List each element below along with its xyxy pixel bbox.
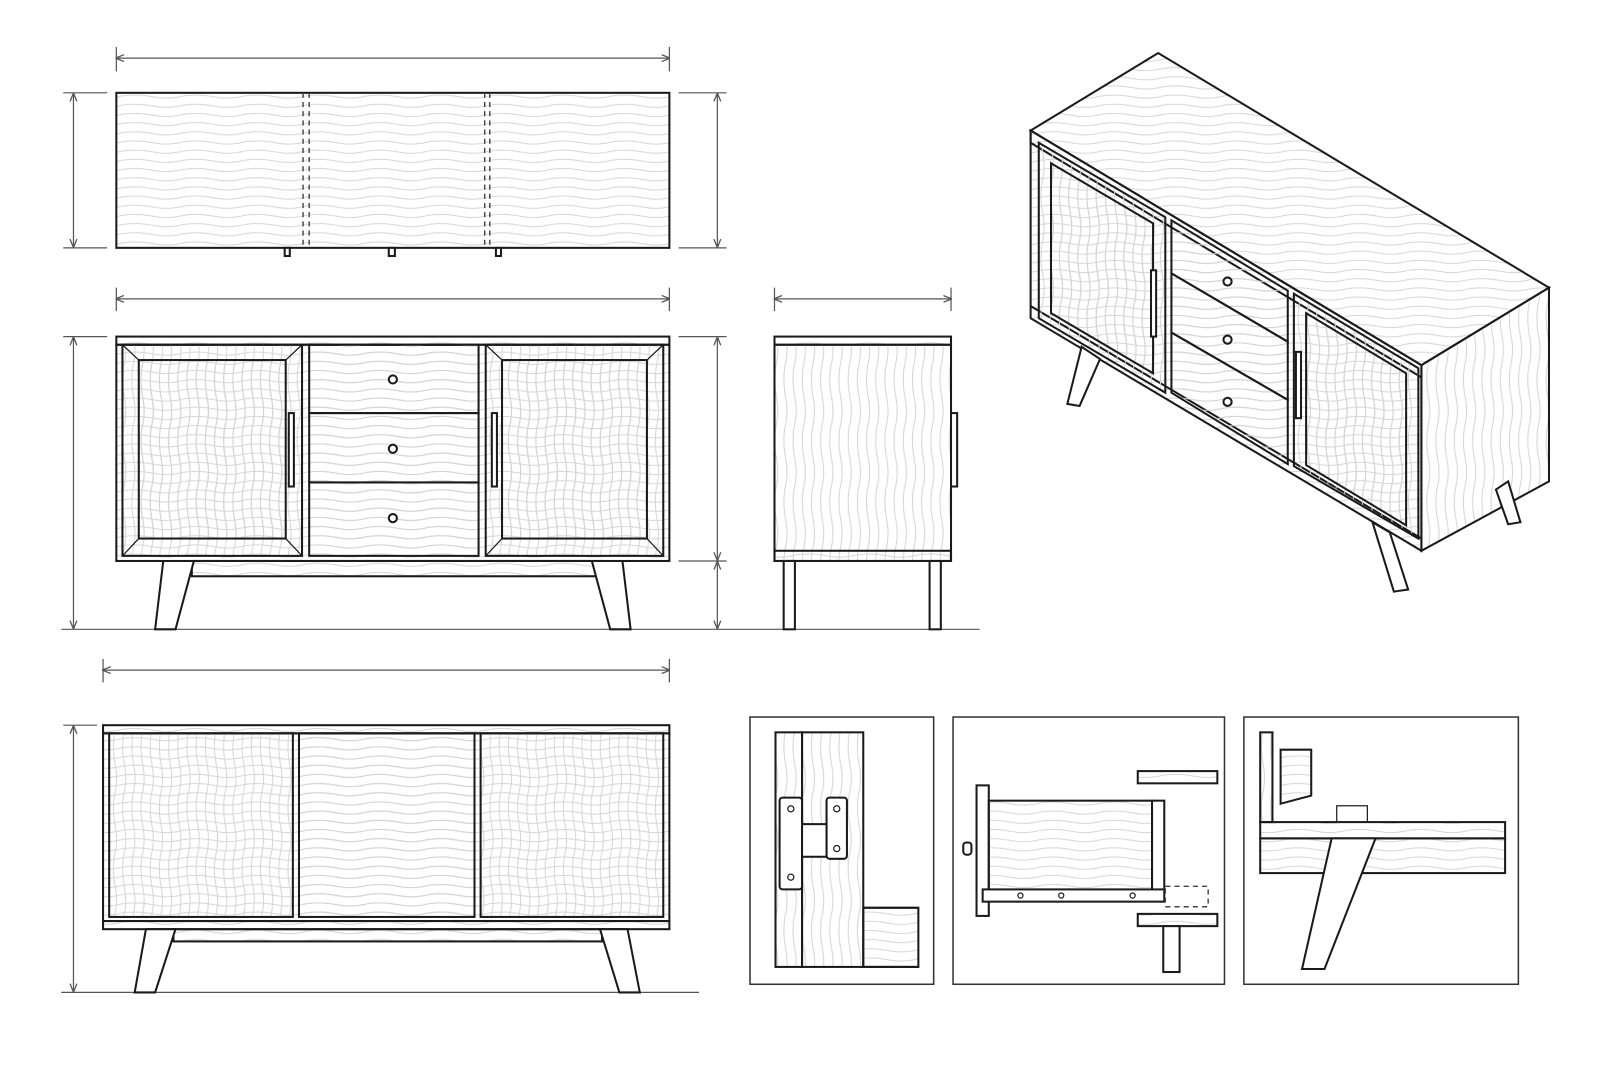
leg: [590, 559, 632, 631]
isometric-view: [1028, 51, 1551, 593]
drawer-knob: [387, 443, 398, 454]
top-surface: [115, 91, 671, 249]
leg: [928, 559, 942, 631]
leg: [1494, 479, 1522, 526]
leg: [1370, 520, 1410, 593]
side-view: [773, 287, 959, 631]
leg: [133, 928, 177, 994]
stretcher: [190, 559, 604, 578]
left-door-handle: [287, 412, 295, 488]
leg: [153, 559, 196, 631]
side-panel: [773, 343, 953, 562]
detail-leg-joint: [1243, 716, 1520, 986]
back-panel-center: [297, 732, 476, 918]
right-door-handle: [490, 412, 498, 488]
back-panel-right: [479, 732, 665, 918]
back-view: [61, 658, 699, 994]
drawer-knob: [387, 513, 398, 524]
front-view: [61, 287, 980, 631]
leg: [598, 928, 642, 994]
drawer-slide-rail: [981, 888, 1166, 903]
detail-drawer-slide: [952, 716, 1226, 986]
back-panel-left: [108, 732, 294, 918]
hinge-cup: [825, 796, 848, 860]
detail-hinge: [749, 716, 935, 986]
drawer-knob: [387, 374, 398, 385]
leg: [1300, 837, 1378, 970]
top-view: [63, 46, 727, 258]
leg: [1066, 345, 1102, 408]
leg: [782, 559, 796, 631]
